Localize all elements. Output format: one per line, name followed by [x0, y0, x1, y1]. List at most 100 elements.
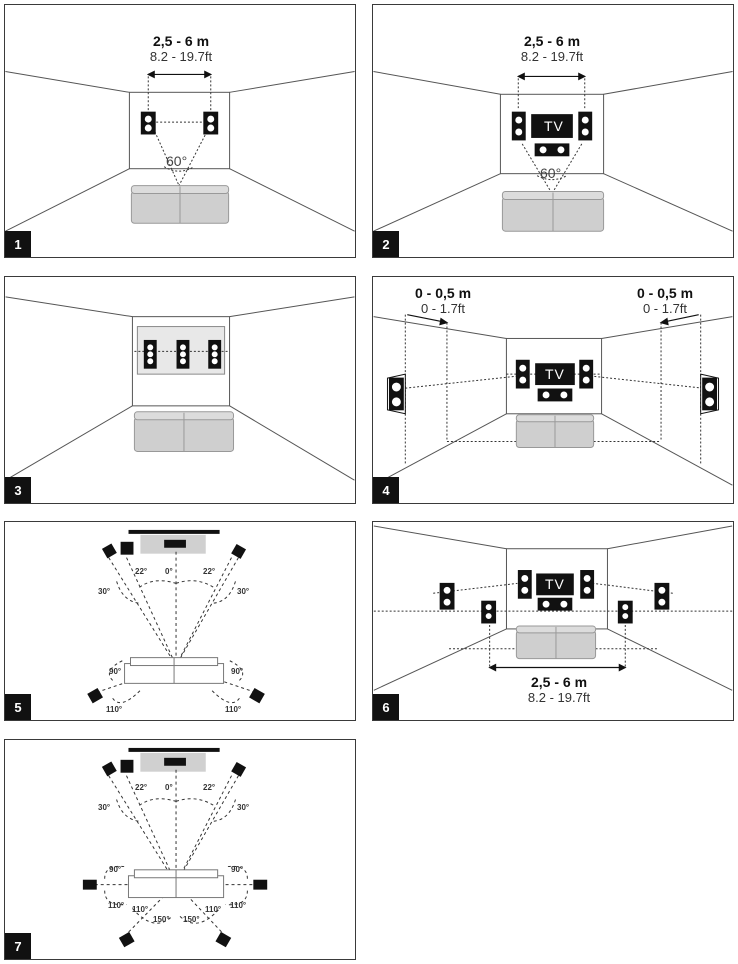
left-wide-speaker	[101, 543, 117, 559]
diagram-panel-3: 3	[4, 276, 356, 504]
front-right-speaker	[580, 570, 595, 599]
angle-label: 60°	[540, 165, 562, 181]
panel-number: 7	[5, 933, 31, 959]
room-drawing	[373, 70, 733, 232]
distance-feet: 8.2 - 19.7ft	[527, 690, 591, 705]
distance-label: 2,5 - 6 m 8.2 - 19.7ft	[502, 33, 602, 65]
diagram-panel-1: 2,5 - 6 m 8.2 - 19.7ft 60° 1	[4, 4, 356, 258]
angle-110-outer-left: 110°	[108, 901, 125, 910]
tv-screen	[531, 114, 573, 138]
center-speaker	[164, 757, 186, 766]
distance-metric: 2,5 - 6 m	[523, 33, 581, 49]
diagram-panel-5: 22° 0° 22° 30° 30° 90° 90° 110° 110° 5	[4, 521, 356, 721]
angle-110-left: 110°	[106, 705, 123, 714]
panel-number: 1	[5, 231, 31, 257]
diagram-panel-7: 22° 0° 22° 30° 30° 90° 90° 110° 110° 110…	[4, 739, 356, 960]
rear-left-speaker	[118, 931, 135, 948]
tv-label: TV	[545, 366, 565, 382]
angle-22-left: 22°	[135, 567, 148, 576]
tv-screen	[536, 573, 574, 596]
angle-150-right: 150°	[183, 915, 200, 924]
speaker-left	[143, 339, 157, 369]
tv-bar	[128, 747, 220, 752]
tv-bar	[128, 529, 220, 534]
sofa	[133, 411, 235, 452]
left-distance-label: 0 - 0,5 m 0 - 1.7ft	[403, 285, 483, 317]
distance-metric: 2,5 - 6 m	[530, 674, 588, 690]
right-distance-label: 0 - 0,5 m 0 - 1.7ft	[625, 285, 705, 317]
left-distance-feet: 0 - 1.7ft	[420, 301, 466, 316]
angle-22-right: 22°	[203, 567, 216, 576]
left-distance-metric: 0 - 0,5 m	[414, 285, 472, 301]
panel-number: 4	[373, 477, 399, 503]
sofa	[127, 869, 225, 899]
tv-label: TV	[544, 118, 564, 134]
side-right-speaker	[654, 582, 670, 610]
front-left-speaker	[515, 359, 530, 389]
angle-0: 0°	[165, 783, 173, 792]
panel-number: 6	[373, 694, 399, 720]
sofa	[124, 657, 225, 684]
angle-0: 0°	[165, 567, 173, 576]
angle-30-right: 30°	[237, 587, 250, 596]
room-drawing	[373, 314, 733, 486]
rear-left-speaker	[87, 687, 103, 704]
speaker-center	[176, 339, 190, 369]
angle-30-left: 30°	[98, 587, 111, 596]
rear-right-speaker	[249, 687, 265, 704]
tv-label: TV	[545, 576, 565, 592]
angle-110-right: 110°	[225, 705, 242, 714]
sofa	[515, 625, 597, 660]
angle-22-left: 22°	[135, 783, 148, 792]
front-right-speaker	[231, 761, 247, 777]
left-wide-speaker	[101, 761, 117, 777]
right-distance-feet: 0 - 1.7ft	[642, 301, 688, 316]
center-speaker	[534, 143, 570, 157]
angle-110-inner-left: 110°	[132, 905, 149, 914]
room-drawing	[373, 525, 733, 691]
angle-30-right: 30°	[237, 803, 250, 812]
diagram-panel-2: 2,5 - 6 m 8.2 - 19.7ft TV 60° 2	[372, 4, 734, 258]
diagram-panel-4: 0 - 0,5 m 0 - 1.7ft 0 - 0,5 m 0 - 1.7ft …	[372, 276, 734, 504]
panel-number: 2	[373, 231, 399, 257]
front-left-speaker	[511, 111, 526, 141]
front-right-speaker	[579, 359, 594, 389]
front-left-speaker	[120, 541, 134, 555]
rear-left-speaker	[481, 600, 497, 624]
front-right-speaker	[231, 543, 247, 559]
rear-right-speaker	[215, 931, 232, 948]
angle-150-left: 150°	[153, 915, 170, 924]
front-right-speaker	[578, 111, 593, 141]
side-right-speaker	[700, 373, 720, 415]
rear-right-speaker	[617, 600, 633, 624]
sofa	[515, 414, 595, 448]
side-left-speaker	[386, 373, 406, 415]
diagram-panel-6: TV 2,5 - 6 m 8.2 - 19.7ft 6	[372, 521, 734, 721]
angle-90-right: 90°	[231, 667, 244, 676]
center-speaker	[537, 597, 573, 611]
angle-90-left: 90°	[109, 865, 122, 874]
front-left-speaker	[140, 111, 156, 135]
angle-90-right: 90°	[231, 865, 244, 874]
angle-110-outer-right: 110°	[230, 901, 247, 910]
angle-label: 60°	[166, 153, 188, 169]
angle-30-left: 30°	[98, 803, 111, 812]
panel-number: 5	[5, 694, 31, 720]
front-left-speaker	[120, 759, 134, 773]
center-speaker	[164, 539, 186, 548]
front-right-speaker	[203, 111, 219, 135]
front-left-speaker	[517, 570, 532, 599]
room-drawing	[5, 296, 355, 481]
distance-feet: 8.2 - 19.7ft	[149, 49, 213, 64]
distance-label: 2,5 - 6 m 8.2 - 19.7ft	[509, 674, 609, 706]
angle-110-inner-right: 110°	[205, 905, 222, 914]
distance-feet: 8.2 - 19.7ft	[520, 49, 584, 64]
speaker-right	[208, 339, 222, 369]
side-left-speaker	[439, 582, 455, 610]
distance-metric: 2,5 - 6 m	[152, 33, 210, 49]
side-right-speaker	[253, 879, 268, 890]
layout-drawing	[82, 747, 268, 948]
angle-90-left: 90°	[109, 667, 122, 676]
right-distance-metric: 0 - 0,5 m	[636, 285, 694, 301]
distance-label: 2,5 - 6 m 8.2 - 19.7ft	[131, 33, 231, 65]
